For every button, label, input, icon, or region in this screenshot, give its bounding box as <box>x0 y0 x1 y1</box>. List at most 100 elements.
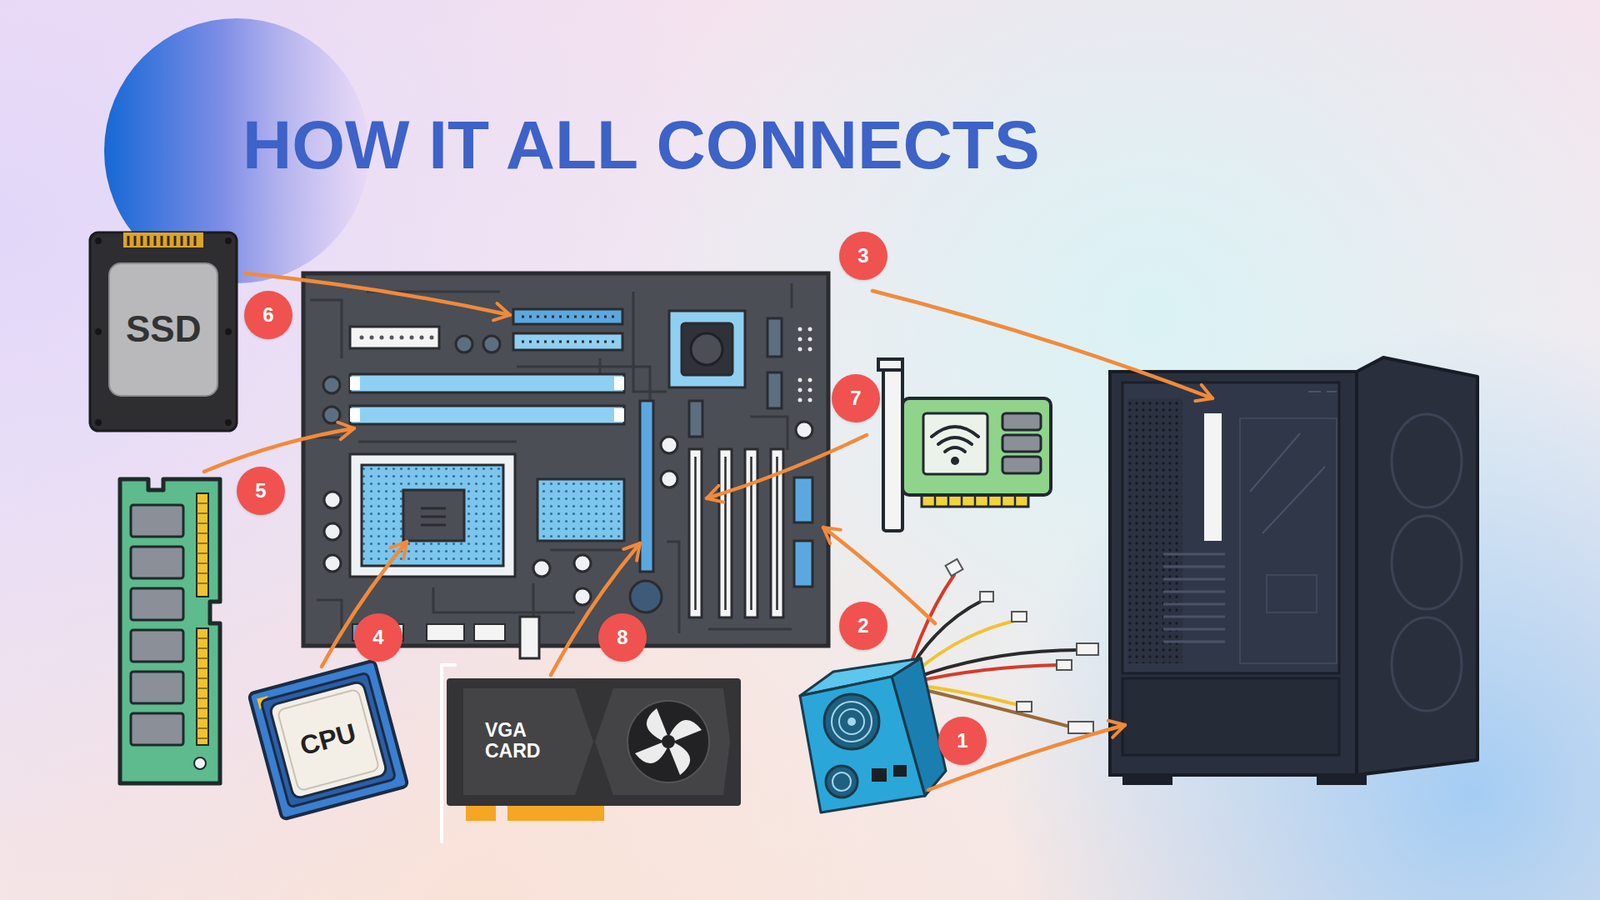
ssd-drive <box>90 232 237 431</box>
pc-case <box>1122 382 1340 674</box>
part-label: SSD <box>125 309 201 350</box>
motherboard <box>798 327 813 403</box>
callout-number: 4 <box>372 627 384 648</box>
motherboard <box>798 347 803 352</box>
graphics-card <box>446 678 741 806</box>
motherboard <box>303 273 829 646</box>
pc-case <box>1391 414 1462 508</box>
motherboard <box>420 508 446 525</box>
wifi-card <box>923 413 988 475</box>
motherboard <box>360 335 435 340</box>
motherboard <box>808 388 813 393</box>
pc-case <box>1204 413 1222 541</box>
ram-module <box>130 505 184 537</box>
power-supply <box>831 701 872 742</box>
motherboard <box>380 335 385 340</box>
ssd-drive <box>225 419 232 426</box>
power-supply <box>832 772 851 791</box>
callout-number: 2 <box>857 615 869 636</box>
ram-module <box>130 546 184 579</box>
motherboard <box>324 491 341 509</box>
motherboard <box>794 540 813 587</box>
motherboard <box>350 374 625 393</box>
motherboard <box>614 376 625 390</box>
callout-number: 8 <box>616 627 628 648</box>
graphics-card <box>441 665 741 842</box>
motherboard <box>808 347 813 352</box>
motherboard <box>798 398 803 403</box>
board-trace <box>316 600 342 634</box>
motherboard <box>795 421 813 439</box>
motherboard <box>808 327 813 332</box>
ssd-drive <box>225 237 232 245</box>
motherboard <box>361 465 504 566</box>
motherboard <box>660 470 678 488</box>
ram-module <box>130 630 184 662</box>
motherboard <box>521 316 615 342</box>
motherboard <box>808 337 813 342</box>
power-supply <box>800 676 925 813</box>
motherboard <box>303 273 829 659</box>
wifi-card <box>950 456 960 465</box>
callout-number: 3 <box>857 245 869 266</box>
ram-module <box>196 503 209 739</box>
cpu-chip <box>277 689 380 791</box>
motherboard <box>420 335 425 340</box>
psu-connector <box>1076 643 1099 655</box>
motherboard <box>323 376 340 394</box>
leader-arrow <box>204 428 355 472</box>
pc-case <box>1240 418 1337 664</box>
motherboard <box>798 327 803 332</box>
ssd-drive <box>225 328 232 335</box>
motherboard <box>350 376 360 390</box>
power-supply <box>847 717 856 726</box>
board-trace <box>666 541 680 634</box>
cpu-chip <box>269 680 388 800</box>
motherboard <box>614 408 625 422</box>
motherboard <box>640 400 654 572</box>
wifi-card <box>1002 456 1041 474</box>
part-label: VGA CARD <box>485 720 552 763</box>
pc-case <box>1110 371 1357 775</box>
board-trace <box>310 283 792 634</box>
motherboard <box>767 318 782 357</box>
callout-badge: 7 <box>831 374 880 423</box>
motherboard <box>350 326 440 349</box>
psu-connector <box>945 559 964 576</box>
motherboard <box>537 479 625 541</box>
callout-number: 1 <box>956 730 968 751</box>
board-trace <box>790 283 794 309</box>
ram-module <box>194 757 206 770</box>
motherboard <box>455 335 473 353</box>
motherboard <box>360 335 365 340</box>
wifi-card <box>878 359 903 370</box>
graphics-card <box>463 688 594 795</box>
callout-badge: 4 <box>354 613 403 662</box>
board-trace <box>750 416 788 450</box>
part-label-box: SSD <box>125 309 201 350</box>
pc-case <box>1266 575 1317 613</box>
leader-arrow <box>204 273 1213 790</box>
motherboard <box>400 335 405 340</box>
pc-case <box>1391 617 1462 711</box>
board-trace <box>310 300 342 359</box>
graphics-card <box>595 688 730 795</box>
motherboard <box>426 624 465 641</box>
pc-case <box>1250 433 1325 534</box>
graphics-card <box>635 708 702 775</box>
wifi-card <box>1002 413 1041 430</box>
psu-connector <box>1011 611 1027 622</box>
ssd-drive <box>109 263 218 396</box>
motherboard <box>798 388 803 393</box>
motherboard <box>323 406 340 424</box>
ram-module <box>130 671 184 704</box>
wifi-card <box>1002 435 1041 452</box>
motherboard <box>410 335 415 340</box>
power-supply <box>871 768 887 782</box>
motherboard <box>370 335 375 340</box>
ssd-drive <box>95 419 102 426</box>
ram-module <box>196 493 209 597</box>
wifi-card <box>878 359 1051 531</box>
cpu-chip <box>260 672 396 808</box>
motherboard <box>767 372 782 409</box>
